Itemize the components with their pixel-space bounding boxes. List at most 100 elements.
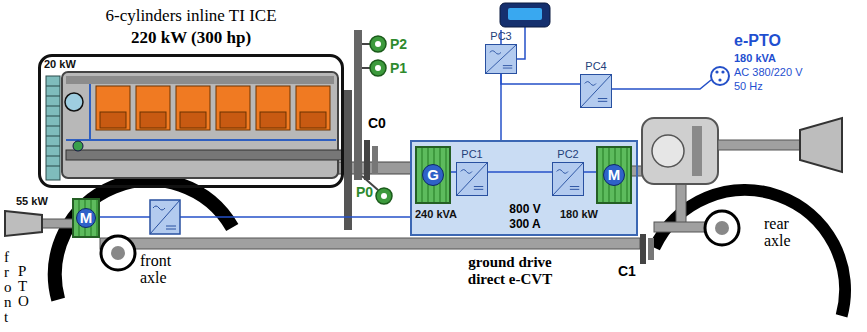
pump-label: P2 xyxy=(390,37,407,52)
epto-wire xyxy=(711,67,729,85)
converter-symbol xyxy=(457,163,487,195)
engine-illustration xyxy=(66,84,336,140)
converter-outline xyxy=(485,44,517,74)
converter-label: PC4 xyxy=(576,60,616,73)
engine-illustration xyxy=(296,86,330,130)
battery-symbol xyxy=(508,8,542,20)
converter-symbol xyxy=(581,75,611,107)
epto-wire xyxy=(718,78,721,81)
clutch-c0 xyxy=(364,140,378,180)
power-rating: 180 kVA xyxy=(734,52,776,65)
battery-symbol xyxy=(500,3,550,27)
drive-caption: ground drive direct e-CVT xyxy=(452,254,568,288)
engine-title: 6-cylinders inline TI ICE xyxy=(38,6,344,26)
converter-symbol xyxy=(486,45,516,73)
axle-label: front axle xyxy=(140,252,184,286)
rear-pto-shaft xyxy=(718,140,802,150)
engine-illustration xyxy=(180,112,206,128)
pump-symbols xyxy=(375,65,381,71)
engine-illustration xyxy=(65,93,83,111)
pump-symbols xyxy=(375,41,381,47)
converter-symbol xyxy=(553,163,583,195)
engine-illustration xyxy=(62,72,338,178)
engine-outline xyxy=(38,54,344,188)
converter-symbol xyxy=(581,75,611,107)
rear-pto-shaft xyxy=(718,118,842,172)
front-axle-symbol xyxy=(101,236,135,270)
epto-wire xyxy=(612,80,711,89)
clutch-c1 xyxy=(640,234,654,264)
machine-letter: G xyxy=(415,166,451,184)
epto-wire xyxy=(715,70,718,73)
front-converter-symbol xyxy=(153,206,176,229)
frequency-spec: 50 Hz xyxy=(734,80,763,93)
bus-voltage: 800 V xyxy=(502,202,548,216)
clutch-c0 xyxy=(372,146,378,174)
gearbox xyxy=(642,118,718,184)
engine-illustration xyxy=(216,86,250,130)
ecvt-region-fill xyxy=(410,140,638,236)
engine-illustration xyxy=(140,112,166,128)
converter-label: PC2 xyxy=(548,148,588,161)
pump-symbols xyxy=(381,193,387,199)
gearbox xyxy=(652,135,684,167)
ecvt-region-fill xyxy=(410,140,638,236)
clutch-c1 xyxy=(648,238,654,260)
engine-illustration xyxy=(100,112,126,128)
output-title: e-PTO xyxy=(734,32,781,50)
gearbox xyxy=(642,118,718,184)
clutch-c1 xyxy=(640,234,646,264)
front-axle-symbol xyxy=(111,246,125,260)
converter-symbol xyxy=(553,163,583,195)
power-rating: 55 kW xyxy=(16,195,48,208)
pump-symbols xyxy=(370,36,386,52)
bus-current: 300 A xyxy=(502,217,548,231)
engine-illustration xyxy=(220,112,246,128)
front-converter-symbol xyxy=(150,200,180,234)
power-converter: PC4 xyxy=(580,60,612,108)
ground-drive-shaft xyxy=(100,238,640,249)
power-rating: 240 kVA xyxy=(415,208,457,221)
front-axle-symbol xyxy=(101,236,135,270)
converter-label: PC3 xyxy=(481,30,521,43)
front-pto-shaft xyxy=(5,211,74,236)
power-rating: 180 kW xyxy=(560,208,598,221)
rear-axle-drive xyxy=(705,211,739,245)
machine-letter: M xyxy=(596,166,632,184)
clutch-c0 xyxy=(364,140,370,180)
engine-illustration xyxy=(46,76,60,180)
engine-illustration xyxy=(260,112,286,128)
wire-connector xyxy=(488,171,552,173)
power-converter: PC3 xyxy=(485,30,517,74)
converter-outline xyxy=(456,162,488,196)
battery-symbol xyxy=(517,27,525,59)
clutch-label: C0 xyxy=(368,116,386,131)
converter-symbol xyxy=(486,45,516,73)
power-converter: PC1 xyxy=(456,148,488,196)
pump-label: P1 xyxy=(390,61,407,76)
converter-outline xyxy=(580,74,612,108)
pump-symbols xyxy=(376,188,392,204)
front-converter-symbol xyxy=(150,200,180,234)
pto-label: front xyxy=(4,250,12,325)
generator-box: G xyxy=(415,146,451,204)
axle-label: rear axle xyxy=(764,215,804,249)
rear-axle-drive xyxy=(654,184,739,245)
engine-illustration xyxy=(46,72,342,180)
front-pto-shaft xyxy=(40,219,74,228)
rear-pto-shaft xyxy=(800,118,842,172)
engine-illustration xyxy=(300,112,326,128)
engine-block: 6-cylinders inline TI ICE220 kW (300 hp) xyxy=(38,4,344,188)
flywheel-and-gears xyxy=(354,30,362,180)
rear-axle-drive xyxy=(676,184,686,224)
ecvt-region: 800 V300 A G PC1 PC2M xyxy=(410,140,638,236)
engine-illustration xyxy=(176,86,210,130)
epto-wire xyxy=(721,70,724,73)
rear-axle-drive xyxy=(715,221,729,235)
ground-drive-shaft xyxy=(100,238,640,249)
pto-label: PTO xyxy=(18,264,29,309)
wire-connector xyxy=(584,171,596,173)
front-motor-box: M xyxy=(72,198,100,238)
clutch-label: C1 xyxy=(618,264,636,279)
